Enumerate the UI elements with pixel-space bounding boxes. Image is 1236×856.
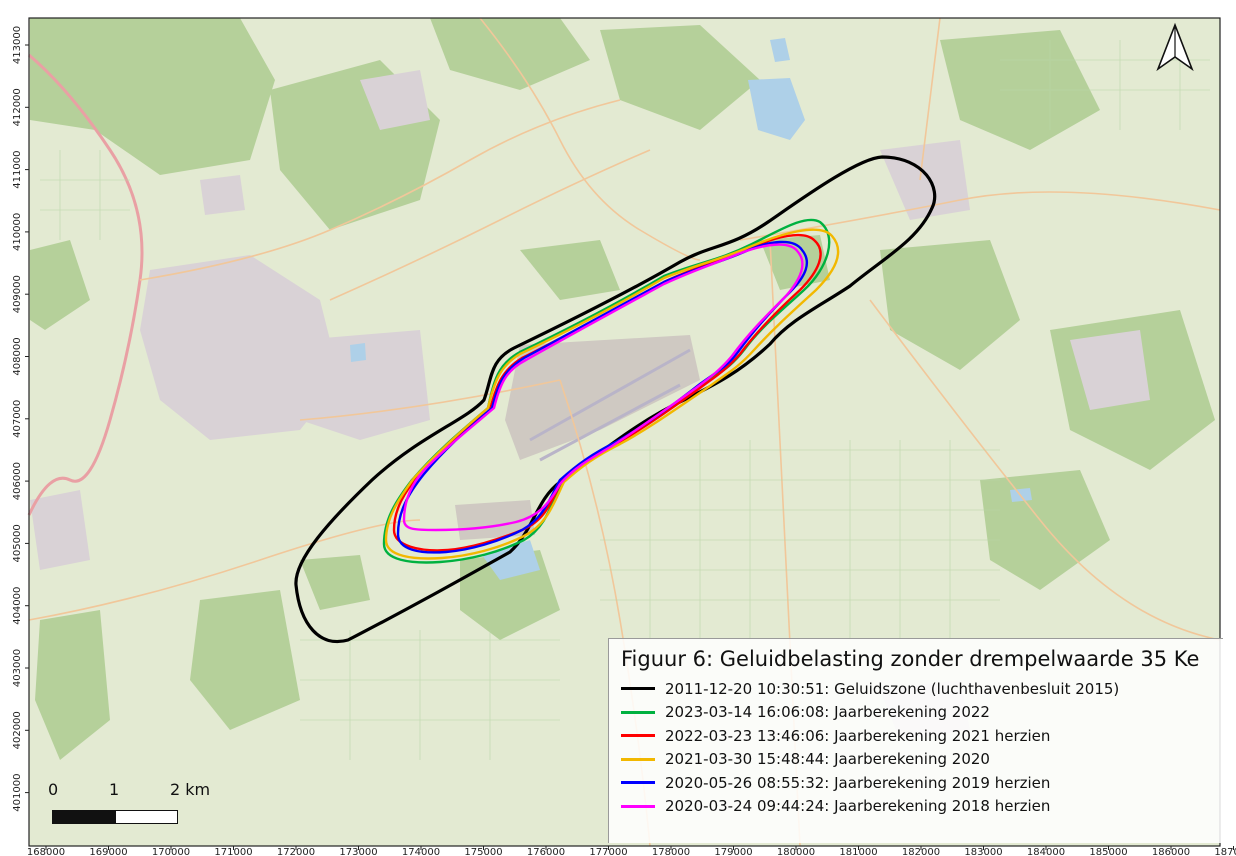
x-tick-label: 171000 (214, 847, 252, 856)
legend-item-label: 2023-03-14 16:06:08: Jaarberekening 2022 (665, 703, 990, 722)
y-tick-label: 403000 (12, 649, 23, 687)
scale-label-1: 1 (109, 780, 120, 799)
legend-item: 2022-03-23 13:46:06: Jaarberekening 2021… (621, 724, 1223, 748)
legend-swatch (621, 781, 655, 785)
x-tick-label: 179000 (714, 847, 752, 856)
y-tick-label: 406000 (12, 462, 23, 500)
legend-item-label: 2022-03-23 13:46:06: Jaarberekening 2021… (665, 726, 1051, 745)
legend-item-label: 2011-12-20 10:30:51: Geluidszone (luchth… (665, 679, 1120, 698)
x-tick-label: 176000 (527, 847, 565, 856)
y-tick-label: 407000 (12, 400, 23, 438)
y-tick-label: 413000 (12, 26, 23, 64)
x-tick-label: 173000 (339, 847, 377, 856)
y-tick-label: 401000 (12, 774, 23, 812)
x-tick-label: 184000 (1027, 847, 1065, 856)
x-tick-label: 181000 (839, 847, 877, 856)
map-border (28, 17, 1221, 847)
x-tick-label: 175000 (464, 847, 502, 856)
x-tick-label: 172000 (277, 847, 315, 856)
x-axis-ticks: 168000 169000 170000 171000 172000 173000 1740… (27, 846, 1236, 856)
legend-item: 2023-03-14 16:06:08: Jaarberekening 2022 (621, 701, 1223, 725)
legend-item: 2021-03-30 15:48:44: Jaarberekening 2020 (621, 748, 1223, 772)
contour-jaarberekening-2020 (384, 228, 840, 560)
y-tick-label: 408000 (12, 337, 23, 375)
x-tick-label: 177000 (589, 847, 627, 856)
legend-swatch (621, 804, 655, 808)
legend-swatch (621, 757, 655, 761)
x-tick-label: 185000 (1089, 847, 1127, 856)
legend-item: 2020-05-26 08:55:32: Jaarberekening 2019… (621, 771, 1223, 795)
y-tick-label: 410000 (12, 213, 23, 251)
legend-swatch (621, 687, 655, 691)
legend-item-label: 2021-03-30 15:48:44: Jaarberekening 2020 (665, 750, 990, 769)
legend-swatch (621, 710, 655, 714)
noise-contours (294, 155, 937, 644)
scale-label-2: 2 km (170, 780, 211, 799)
y-tick-label: 409000 (12, 275, 23, 313)
y-tick-label: 404000 (12, 587, 23, 625)
x-tick-label: 182000 (902, 847, 940, 856)
x-tick-label: 183000 (964, 847, 1002, 856)
highways (27, 53, 144, 516)
legend: Figuur 6: Geluidbelasting zonder drempel… (608, 638, 1223, 843)
x-tick-label: 187000 (1214, 847, 1236, 856)
legend-item-label: 2020-03-24 09:44:24: Jaarberekening 2018… (665, 797, 1051, 816)
x-tick-label: 178000 (652, 847, 690, 856)
scale-label-0: 0 (48, 780, 59, 799)
legend-list: 2011-12-20 10:30:51: Geluidszone (luchth… (621, 677, 1223, 818)
legend-item: 2011-12-20 10:30:51: Geluidszone (luchth… (621, 677, 1223, 701)
scale-bar-white-segment (115, 810, 178, 824)
contour-jaarberekening-2018-herzien (402, 243, 804, 532)
north-arrow-icon (1156, 22, 1194, 72)
scale-bar-black-segment (52, 810, 117, 824)
y-axis-ticks: 413000 412000 411000 410000 409000 408000 4070… (12, 26, 29, 812)
field-parcels (40, 40, 1210, 760)
y-tick-label: 405000 (12, 524, 23, 562)
x-tick-label: 170000 (152, 847, 190, 856)
contour-jaarberekening-2021-herzien (392, 233, 822, 552)
x-tick-label: 180000 (777, 847, 815, 856)
roads (28, 17, 1221, 847)
legend-item: 2020-03-24 09:44:24: Jaarberekening 2018… (621, 795, 1223, 819)
legend-swatch (621, 734, 655, 738)
legend-item-label: 2020-05-26 08:55:32: Jaarberekening 2019… (665, 773, 1051, 792)
map-area[interactable] (27, 17, 1221, 847)
y-tick-label: 402000 (12, 711, 23, 749)
scale-bar: 0 1 2 km (48, 780, 228, 830)
x-tick-label: 186000 (1152, 847, 1190, 856)
x-tick-label: 174000 (402, 847, 440, 856)
x-tick-label: 168000 (27, 847, 65, 856)
y-tick-label: 411000 (12, 151, 23, 189)
airport-area (455, 335, 700, 540)
legend-title: Figuur 6: Geluidbelasting zonder drempel… (621, 647, 1200, 671)
y-tick-label: 412000 (12, 88, 23, 126)
x-tick-label: 169000 (89, 847, 127, 856)
water-bodies (350, 38, 1032, 580)
